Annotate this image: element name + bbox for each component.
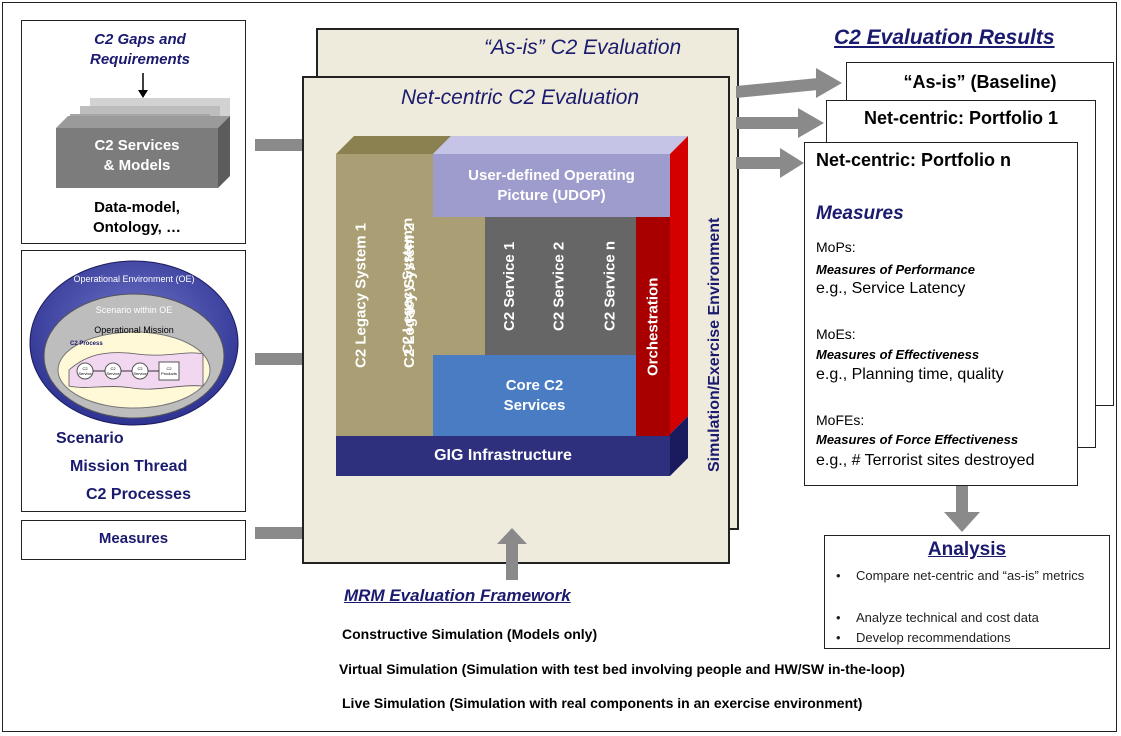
- portfolio-n-label: Net-centric: Portfolio n: [816, 150, 1012, 170]
- scenario-oe-label: Scenario within OE: [95, 305, 173, 315]
- netcentric-evaluation-title: Net-centric C2 Evaluation: [401, 86, 640, 109]
- orchestration-block: Orchestration: [636, 217, 670, 436]
- operational-mission-label: Operational Mission: [94, 325, 174, 335]
- c2-service-1-label: C2 Service 1: [501, 241, 518, 331]
- bullet-dot: •: [836, 630, 841, 645]
- moes-full: Measures of Effectiveness: [816, 347, 980, 362]
- analysis-bullet-3-text: Develop recommendations: [856, 630, 1011, 645]
- analysis-panel: [824, 535, 1110, 649]
- gig-infrastructure-block: GIG Infrastructure: [336, 436, 670, 476]
- baseline-label: “As-is” (Baseline): [903, 72, 1057, 92]
- framework-title: MRM Evaluation Framework: [344, 586, 571, 605]
- arrow-icon-5: [736, 108, 824, 138]
- portfolio-n-card: [804, 142, 1078, 486]
- architecture-block: [336, 136, 688, 476]
- mops-example: e.g., Service Latency: [816, 280, 966, 297]
- moes-example: e.g., Planning time, quality: [816, 366, 1004, 383]
- bullet-dot: •: [836, 568, 841, 583]
- framework-line-3: Live Simulation (Simulation with real co…: [342, 695, 863, 711]
- c2-service-n: C2 Service n: [584, 217, 637, 355]
- c2-services-label: C2 Services & Models: [94, 137, 180, 174]
- down-arrow-analysis-icon: [944, 486, 980, 532]
- arrow-icon-4: [736, 68, 842, 98]
- c2-gaps-title: C2 Gaps and Requirements: [89, 31, 191, 68]
- process-node-2: C2 Service: [106, 366, 120, 376]
- oe-label: Operational Environment (OE): [73, 274, 195, 284]
- legacy-system-1: C2 Legacy System 1: [336, 154, 386, 436]
- mofes-example: e.g., # Terrorist sites destroyed: [816, 452, 1035, 469]
- mops-label: MoPs:: [816, 239, 856, 255]
- analysis-bullet-2-text: Analyze technical and cost data: [856, 610, 1039, 625]
- c2-service-n-label: C2 Service n: [601, 240, 619, 332]
- c2-service-2: C2 Service 2: [534, 217, 585, 355]
- c2-service-2-label: C2 Service 2: [550, 241, 568, 331]
- udop-block: User-defined Operating Picture (UDOP): [433, 154, 670, 217]
- asis-evaluation-title: “As-is” C2 Evaluation: [484, 36, 682, 59]
- c2-service-1: C2 Service 1: [485, 217, 535, 355]
- portfolio-1-label: Net-centric: Portfolio 1: [863, 108, 1059, 128]
- orchestration-label: Orchestration: [644, 277, 662, 376]
- analysis-bullet-3: • Develop recommendations: [836, 629, 1096, 646]
- simulation-environment-text: Simulation/Exercise Environment: [706, 217, 723, 473]
- gig-infrastructure-label: GIG Infrastructure: [434, 447, 572, 464]
- measures-panel: [21, 520, 246, 560]
- analysis-title: Analysis: [927, 539, 1007, 560]
- results-title: C2 Evaluation Results: [834, 26, 1055, 49]
- measures-label: Measures: [98, 530, 169, 547]
- c2-processes-label: C2 Processes: [86, 486, 191, 503]
- simulation-environment-label: Simulation/Exercise Environment: [700, 160, 730, 530]
- bullet-dot: •: [836, 610, 841, 625]
- legacy-system-n: C2 Legacy System n: [399, 217, 485, 355]
- mission-thread-label: Mission Thread: [70, 458, 188, 475]
- mops-full: Measures of Performance: [816, 262, 975, 277]
- c2-process-label: C2 Process: [70, 341, 103, 347]
- up-arrow-icon: [497, 528, 527, 580]
- process-node-1: C2 Service: [78, 366, 92, 376]
- framework-line-1: Constructive Simulation (Models only): [342, 626, 598, 642]
- arrow-icon-6: [736, 148, 804, 178]
- down-arrow-icon: [138, 73, 148, 98]
- framework-line-2: Virtual Simulation (Simulation with test…: [339, 661, 905, 677]
- udop-label: User-defined Operating Picture (UDOP): [468, 166, 635, 204]
- mofes-full: Measures of Force Effectiveness: [816, 432, 1019, 447]
- analysis-bullet-1: • Compare net-centric and “as-is” metric…: [836, 567, 1096, 584]
- analysis-bullet-1-text: Compare net-centric and “as-is” metrics: [856, 568, 1085, 583]
- process-node-4: C2 Products: [161, 366, 177, 376]
- core-c2-services-block: Core C2 Services: [433, 355, 636, 436]
- mofes-label: MoFEs:: [816, 412, 865, 428]
- legacy-system-1-label: C2 Legacy System 1: [352, 222, 370, 368]
- process-node-3: C2 Service: [133, 366, 147, 376]
- operational-environment-diagram: [29, 260, 239, 426]
- stacked-boxes: [56, 98, 242, 190]
- data-model-label: Data-model, Ontology, …: [92, 199, 182, 236]
- core-c2-services-label: Core C2 Services: [503, 376, 566, 414]
- measures-heading: Measures: [816, 203, 904, 224]
- analysis-bullet-2: • Analyze technical and cost data: [836, 609, 1096, 626]
- scenario-label: Scenario: [56, 430, 124, 447]
- moes-label: MoEs:: [816, 326, 856, 342]
